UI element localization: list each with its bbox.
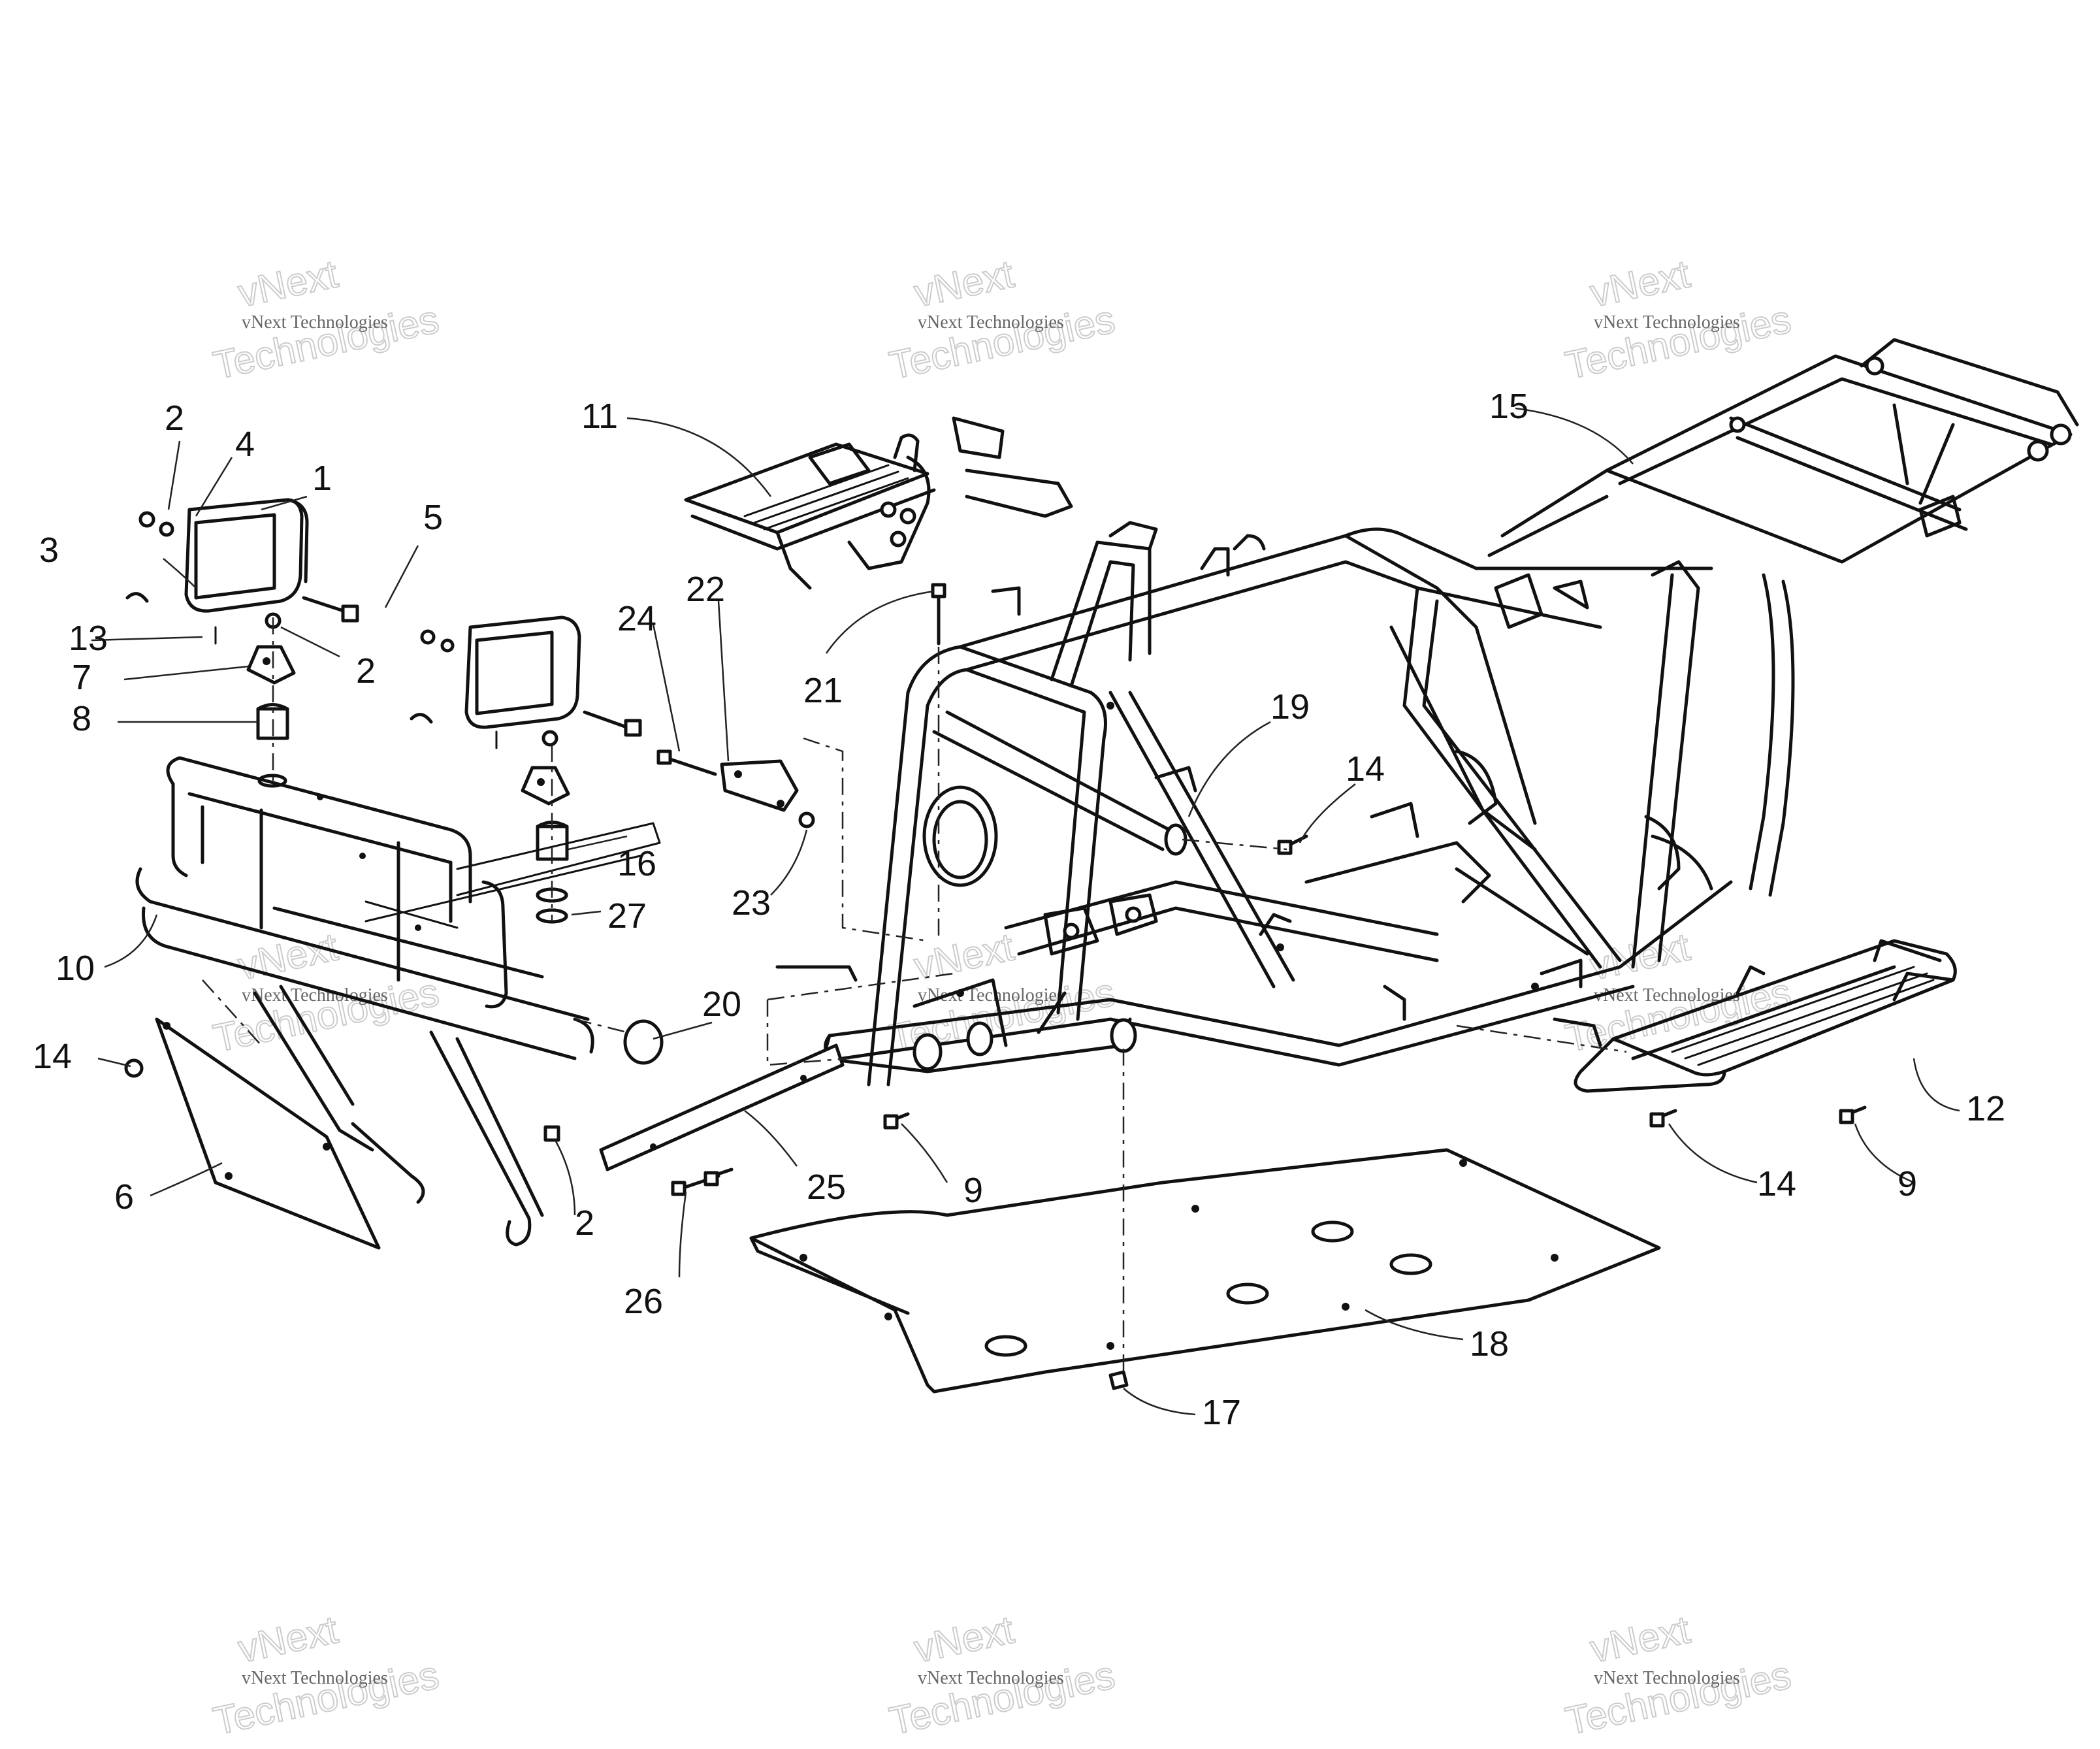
assembly-guide-lines (202, 617, 1627, 1372)
callout-8: 8 (72, 699, 91, 738)
bolt-26 (671, 1168, 734, 1196)
callout-23: 23 (732, 883, 771, 923)
headlight-right (464, 615, 581, 729)
callout-4: 4 (235, 425, 255, 464)
callout-25: 25 (807, 1168, 846, 1207)
callout-12: 12 (1966, 1089, 2005, 1128)
watermark-large-top: vNext (911, 252, 1018, 315)
watermark-small: vNext Technologies (242, 312, 388, 333)
callout-14: 14 (1757, 1164, 1796, 1203)
callout-2: 2 (575, 1203, 594, 1243)
watermark-small: vNext Technologies (242, 1668, 388, 1688)
main-frame (775, 521, 1795, 1087)
callout-15: 15 (1489, 387, 1528, 426)
callout-5: 5 (423, 498, 443, 537)
callout-7: 7 (72, 658, 91, 697)
callout-labels: 1 2 2 2 3 4 5 6 7 8 9 9 10 11 12 13 14 1… (33, 387, 2005, 1432)
callout-1: 1 (312, 459, 332, 498)
watermark-large-top: vNext (1587, 252, 1694, 315)
front-footrest (684, 416, 1073, 590)
watermark-small: vNext Technologies (918, 985, 1064, 1005)
callout-9: 9 (963, 1171, 983, 1210)
skid-plate (749, 1148, 1661, 1394)
bolt-24 (656, 749, 717, 776)
callout-24: 24 (617, 599, 656, 638)
watermark-large-top: vNext (911, 1607, 1018, 1671)
watermark-small: vNext Technologies (1594, 312, 1740, 333)
callout-20: 20 (702, 985, 741, 1024)
watermark-large-top: vNext (234, 1607, 342, 1671)
bracket-22 (720, 759, 799, 812)
callout-14: 14 (1346, 749, 1385, 789)
watermark-large-top: vNext (1587, 1607, 1694, 1671)
front-bumper-rack (135, 756, 661, 1247)
headlight-left (184, 498, 309, 613)
callout-19: 19 (1270, 687, 1310, 727)
crossbar-25 (599, 1043, 845, 1171)
bumper-hardware (543, 1125, 560, 1142)
mount-bracket-left (246, 645, 296, 788)
callout-16: 16 (617, 844, 656, 883)
watermark-large-top: vNext (911, 924, 1018, 988)
callout-22: 22 (686, 570, 725, 609)
bumper-end-cap (623, 1019, 664, 1065)
bolt-9-front (883, 1112, 910, 1130)
callout-26: 26 (624, 1282, 663, 1321)
callout-14: 14 (33, 1037, 72, 1076)
leader-lines (91, 407, 1960, 1416)
front-panel (124, 1017, 381, 1250)
callout-13: 13 (69, 619, 108, 658)
nut-23 (798, 811, 815, 828)
fastener-17 (1108, 1370, 1129, 1390)
callout-10: 10 (56, 949, 95, 988)
callout-3: 3 (39, 531, 59, 570)
callout-17: 17 (1202, 1393, 1241, 1432)
callout-27: 27 (607, 896, 647, 936)
callout-2: 2 (356, 651, 376, 691)
watermark-small: vNext Technologies (1594, 1668, 1740, 1688)
watermark-small: vNext Technologies (918, 1668, 1064, 1688)
rear-subframe (1487, 338, 2079, 629)
rear-footrest (1553, 939, 1957, 1093)
watermark-large-top: vNext (234, 252, 342, 315)
callout-9: 9 (1898, 1164, 1917, 1203)
watermark-large-top: vNext (1587, 924, 1694, 988)
watermark-small: vNext Technologies (918, 312, 1064, 333)
callout-21: 21 (803, 671, 843, 710)
callout-18: 18 (1470, 1324, 1509, 1364)
callout-11: 11 (581, 397, 618, 436)
bolt-21 (931, 583, 946, 646)
callout-6: 6 (114, 1177, 134, 1217)
callout-2: 2 (165, 399, 184, 438)
